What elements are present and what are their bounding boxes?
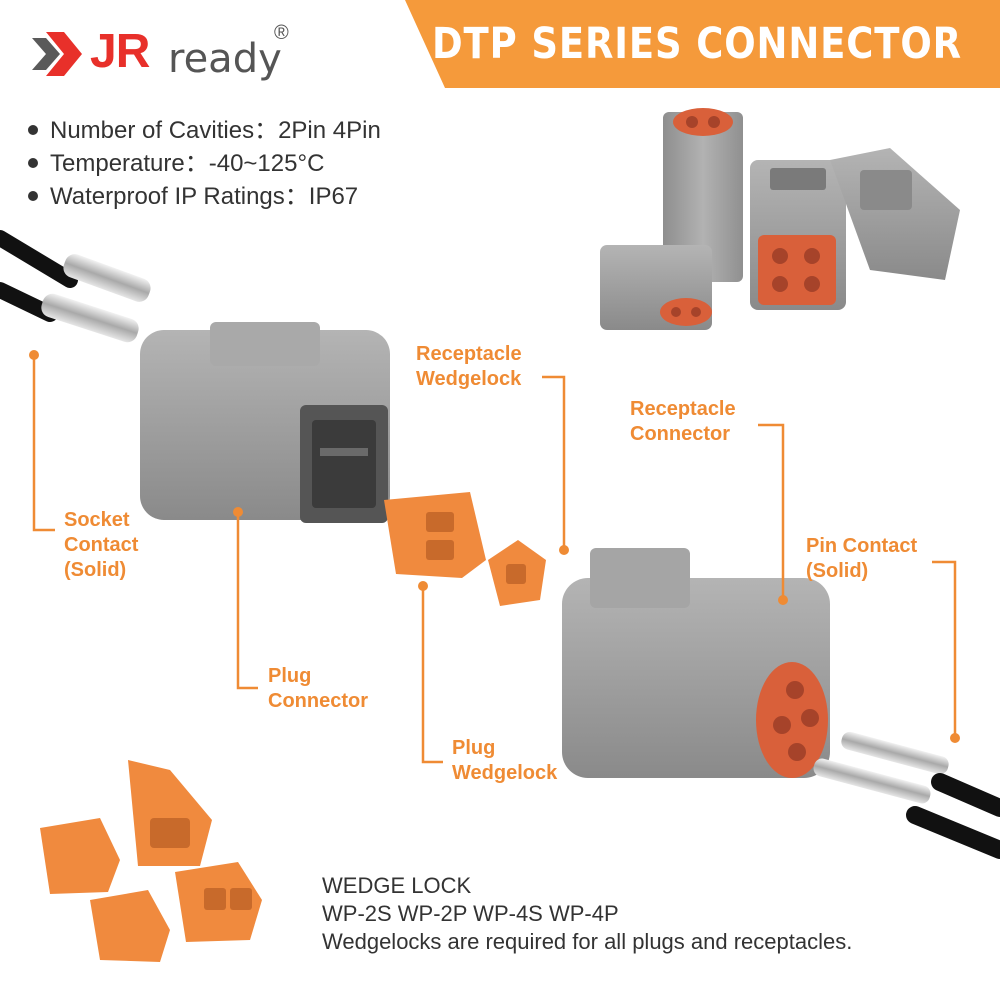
connector-group-image (600, 108, 960, 330)
wedge-lock-set-image (40, 760, 262, 962)
receptacle-connector-image (562, 548, 830, 778)
wedge-lock-title: WEDGE LOCK (322, 873, 472, 898)
brand-ready-text: ready (168, 36, 282, 82)
spec-item-ip-rating: Waterproof IP Ratings：IP67 (28, 180, 381, 213)
callout-receptacle-wedgelock: Receptacle Wedgelock (416, 343, 522, 390)
registered-mark: ® (274, 22, 289, 44)
pin-contact-image (813, 731, 1000, 859)
bullet-icon (28, 124, 38, 135)
wedge-lock-info: WEDGE LOCK WP-2S WP-2P WP-4S WP-4P Wedge… (322, 872, 852, 956)
banner-title: DTP SERIES CONNECTOR (432, 19, 963, 69)
socket-contact-image (0, 230, 151, 343)
spec-item-temperature: Temperature：-40~125°C (28, 147, 381, 180)
callout-receptacle-connector: Receptacle Connector (630, 398, 736, 445)
callout-plug-connector: Plug Connector (268, 665, 368, 712)
callout-pin-contact: Pin Contact (Solid) (806, 535, 918, 582)
brand-jr-text: JR (90, 25, 150, 78)
callout-leader-lines (29, 350, 960, 764)
bullet-icon (28, 157, 38, 168)
wedge-lock-models: WP-2S WP-2P WP-4S WP-4P (322, 901, 619, 926)
receptacle-wedgelock-image (488, 540, 546, 606)
spec-list: Number of Cavities：2Pin 4Pin Temperature… (28, 114, 381, 213)
callout-socket-contact: Socket Contact (Solid) (64, 509, 139, 581)
plug-connector-image (140, 322, 390, 523)
wedge-lock-note: Wedgelocks are required for all plugs an… (322, 929, 853, 954)
plug-wedgelock-image (384, 492, 486, 578)
spec-item-cavities: Number of Cavities：2Pin 4Pin (28, 114, 381, 147)
bullet-icon (28, 190, 38, 201)
brand-mark-icon (32, 32, 82, 76)
callout-plug-wedgelock: Plug Wedgelock (452, 737, 558, 784)
title-banner (405, 0, 1000, 88)
